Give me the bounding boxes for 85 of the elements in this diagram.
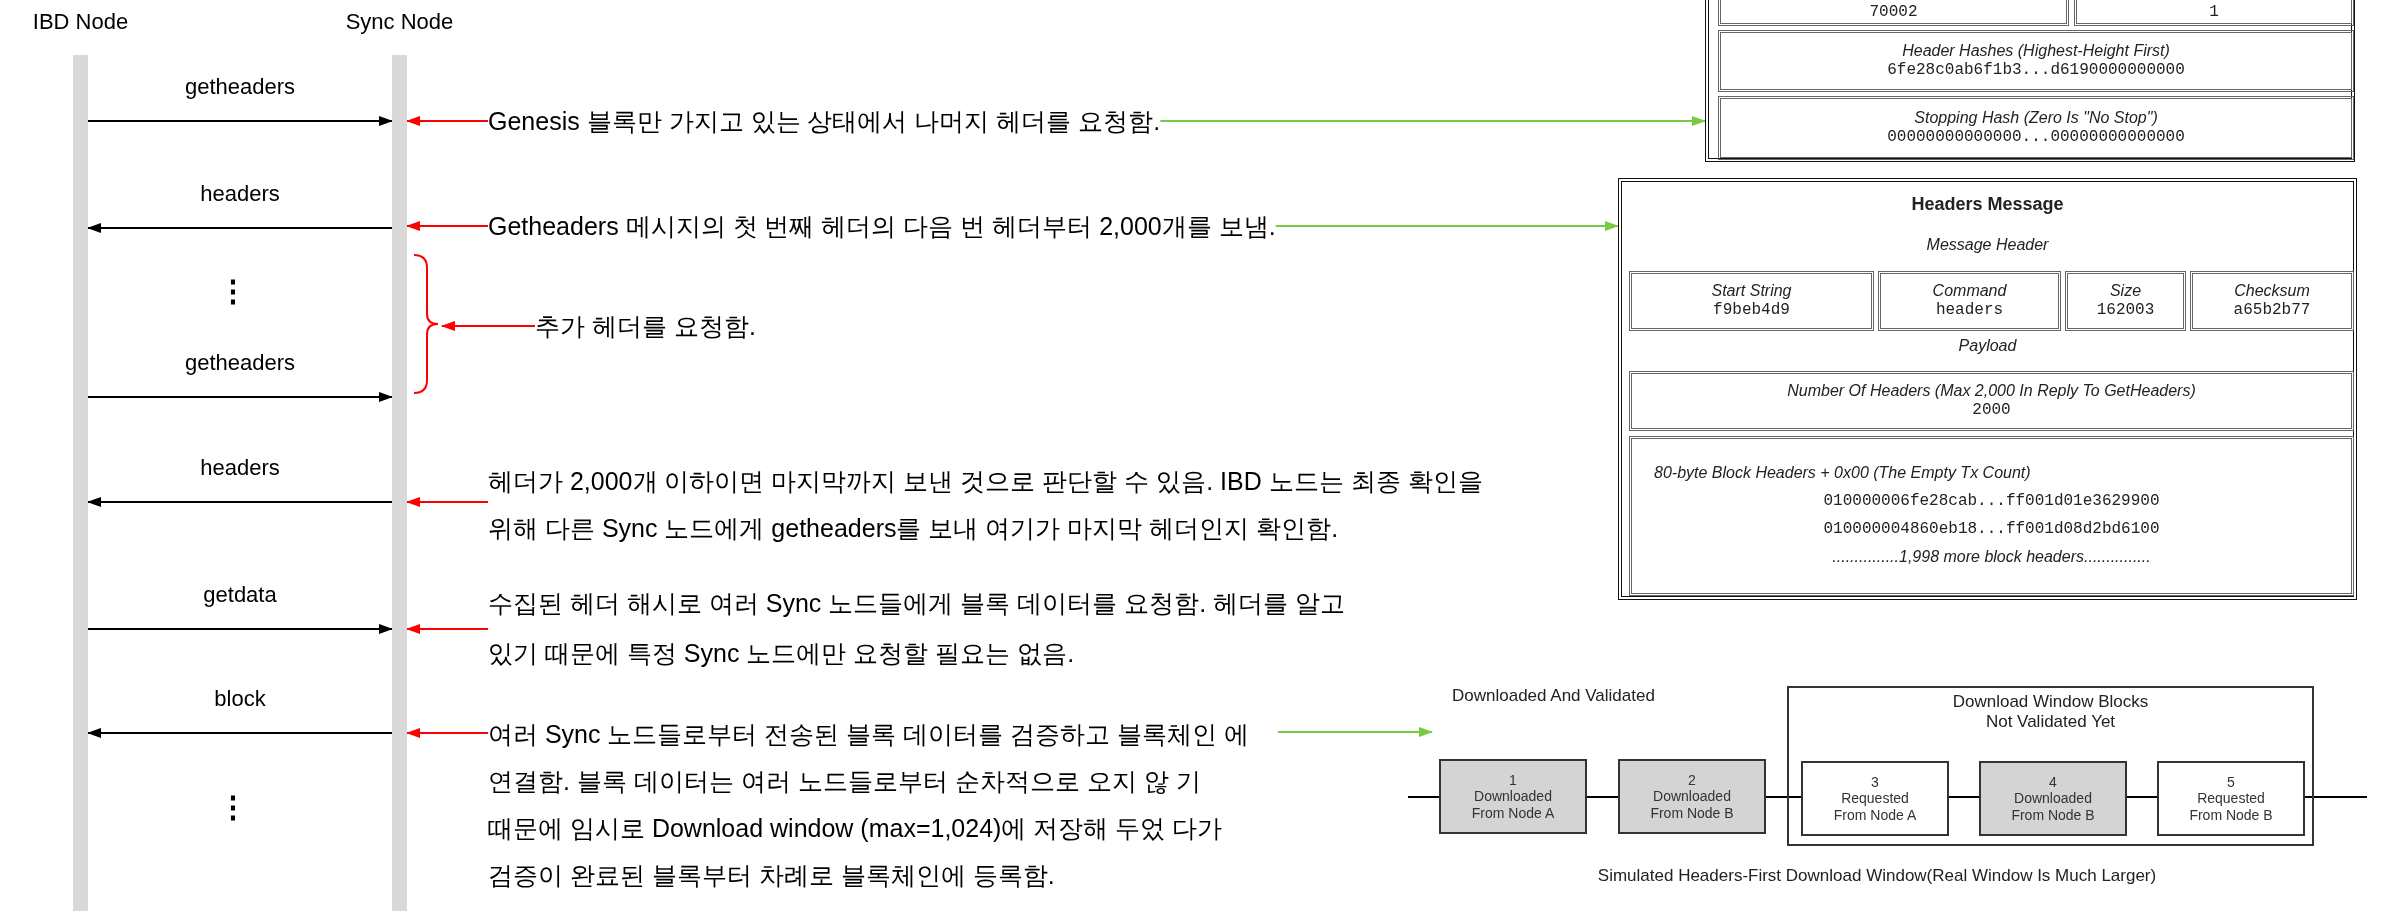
block-status: Requested From Node B [2188, 789, 2274, 824]
field-value: 00000000000000...00000000000000 [1887, 127, 2185, 146]
field-value: 010000004860eb18...ff001d08d2bd6100 [1823, 520, 2160, 538]
field-name: Number Of Headers (Max 2,000 In Reply To GetHeaders) [1787, 381, 2196, 400]
field-value: 2000 [1972, 400, 2011, 419]
arrow [87, 728, 393, 738]
field-cell [1629, 371, 2354, 431]
block-number: 1 [1509, 771, 1517, 788]
annotation-text: 추가 헤더를 요청함. [535, 311, 756, 341]
field-cell [2190, 271, 2354, 331]
arrow [87, 497, 393, 507]
field-value: 010000006fe28cab...ff001d01e3629900 [1823, 492, 2160, 510]
field-cell [2065, 271, 2186, 331]
field-name: Stopping Hash (Zero Is "No Stop") [1914, 108, 2158, 127]
field-value: f9beb4d9 [1713, 300, 1790, 319]
figure-caption: Simulated Headers-First Download Window(Real Window Is Much Larger) [1597, 866, 2157, 886]
field-name: 80-byte Block Headers + 0x00 (The Empty Tx Count) [1654, 464, 2031, 482]
field-cell [2074, 0, 2354, 26]
annotation-text: Getheaders 메시지의 첫 번째 헤더의 다음 번 헤더부터 2,000개를 보냄. [488, 211, 1276, 241]
message-title: Headers Message [1910, 194, 2065, 215]
field-value: headers [1935, 300, 2004, 319]
field-value: a65b2b77 [2233, 300, 2311, 319]
block-number: 3 [1871, 773, 1879, 790]
block-box [1618, 759, 1766, 834]
field-value: 162003 [2096, 300, 2155, 319]
field-cell [1718, 96, 2354, 160]
arrow [87, 392, 393, 402]
ellipsis-mark: ⋮ [218, 272, 248, 308]
field-cell [1718, 30, 2354, 92]
download-window-frame [1787, 686, 2314, 846]
arrow [406, 497, 489, 507]
arrow [441, 321, 536, 331]
arrow [87, 116, 393, 126]
message-box [1705, 0, 2355, 162]
field-value: 70002 [1869, 3, 1918, 21]
block-box [1979, 761, 2127, 836]
arrow [87, 223, 393, 233]
arrow [87, 624, 393, 634]
field-value: 1 [2209, 3, 2219, 21]
block-box [1439, 759, 1587, 834]
connector-line [1407, 796, 1440, 798]
annotation-text: Genesis 블록만 가지고 있는 상태에서 나머지 헤더를 요청함. [488, 106, 1161, 136]
connector-line [1586, 796, 1619, 798]
block-box [2157, 761, 2305, 836]
connector-line [1948, 796, 1980, 798]
arrow [406, 221, 489, 231]
field-note: ...............1,998 more block headers............... [1832, 548, 2151, 566]
message-box [1618, 178, 2357, 600]
annotation-text: 여러 Sync 노드들로부터 전송된 블록 데이터를 검증하고 블록체인 에 연결함. 블록 데이터는 여러 노드들로부터 순차적으로 오지 않 기 때문에 임시로 Download window (max=1,024)에 저장해 두었 다가 검증이 완료된 블록부터 차례로 블록체인에 등록함. [488, 711, 1278, 899]
lifeline-heading: IBD Node [32, 9, 129, 35]
block-status: Requested From Node A [1832, 789, 1918, 824]
annotation-text: 헤더가 2,000개 이하이면 마지막까지 보낸 것으로 판단할 수 있음. IBD 노드는 최종 확인을 위해 다른 Sync 노드에게 getheaders를 보내 여기가 마지막 헤더인지 확인함. [488, 458, 1498, 552]
lifeline-heading: Sync Node [345, 9, 454, 35]
ellipsis-mark: ⋮ [218, 788, 248, 824]
field-name: Header Hashes (Highest-Height First) [1902, 41, 2170, 60]
arrow [1277, 727, 1433, 737]
block-number: 5 [2227, 773, 2235, 790]
field-cell [1629, 271, 1874, 331]
field-name: Start String [1711, 281, 1792, 300]
connector-line [2126, 796, 2158, 798]
window-title: Download Window Blocks Not Validated Yet [1951, 692, 2150, 732]
field-cell [1878, 271, 2061, 331]
field-name: Checksum [2234, 281, 2310, 300]
field-cell [1629, 436, 2354, 596]
field-value: 6fe28c0ab6f1b3...d6190000000000 [1887, 60, 2185, 79]
connector-line [1765, 796, 1802, 798]
arrow [1274, 221, 1619, 231]
field-name: Command [1932, 281, 2007, 300]
block-number: 4 [2049, 773, 2057, 790]
block-status: Downloaded From Node A [1470, 787, 1556, 822]
section-heading: Message Header [1925, 236, 2050, 254]
annotation-text: 수집된 헤더 해시로 여러 Sync 노드들에게 블록 데이터를 요청함. 헤더를 알고 있기 때문에 특정 Sync 노드에만 요청할 필요는 없음. [488, 578, 1368, 678]
arrow [406, 728, 489, 738]
arrow [406, 624, 489, 634]
block-status: Downloaded From Node B [1649, 787, 1735, 822]
section-heading: Payload [1957, 337, 2018, 355]
connector-line [2304, 796, 2368, 798]
field-cell [1718, 0, 2069, 26]
field-name: Size [2109, 281, 2142, 300]
group-label: Downloaded And Validated [1432, 686, 1655, 746]
block-number: 2 [1688, 771, 1696, 788]
arrow [1159, 116, 1706, 126]
arrow [406, 116, 489, 126]
block-box [1801, 761, 1949, 836]
block-status: Downloaded From Node B [2010, 789, 2096, 824]
